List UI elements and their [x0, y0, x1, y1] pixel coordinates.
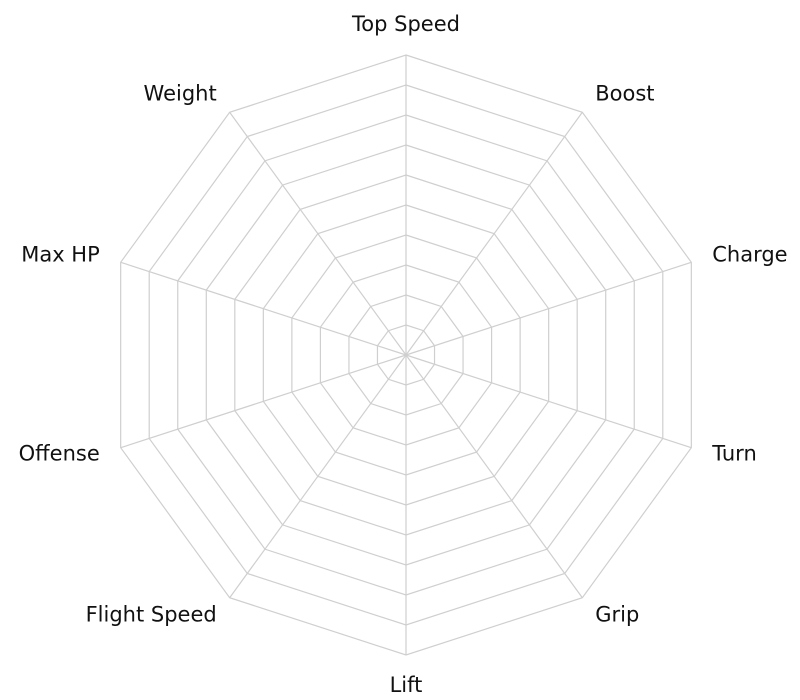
axis-label-flight-speed: Flight Speed — [86, 603, 217, 627]
spoke-7 — [229, 354, 407, 599]
axis-label-turn: Turn — [711, 442, 757, 466]
spoke-4 — [405, 354, 692, 449]
spoke-layer — [120, 55, 692, 655]
spoke-10 — [229, 111, 407, 356]
spoke-9 — [120, 261, 407, 356]
axis-label-offense: Offense — [19, 442, 100, 466]
spoke-2 — [405, 111, 583, 356]
axis-label-charge: Charge — [712, 243, 787, 267]
spoke-8 — [120, 354, 407, 449]
axis-label-max-hp: Max HP — [21, 243, 100, 267]
axis-label-boost: Boost — [595, 82, 654, 106]
spoke-3 — [405, 261, 692, 356]
spoke-5 — [405, 354, 583, 599]
axis-label-top-speed: Top Speed — [351, 12, 460, 36]
axis-label-weight: Weight — [144, 82, 217, 106]
axis-label-grip: Grip — [595, 603, 639, 627]
axis-label-lift: Lift — [390, 673, 423, 697]
